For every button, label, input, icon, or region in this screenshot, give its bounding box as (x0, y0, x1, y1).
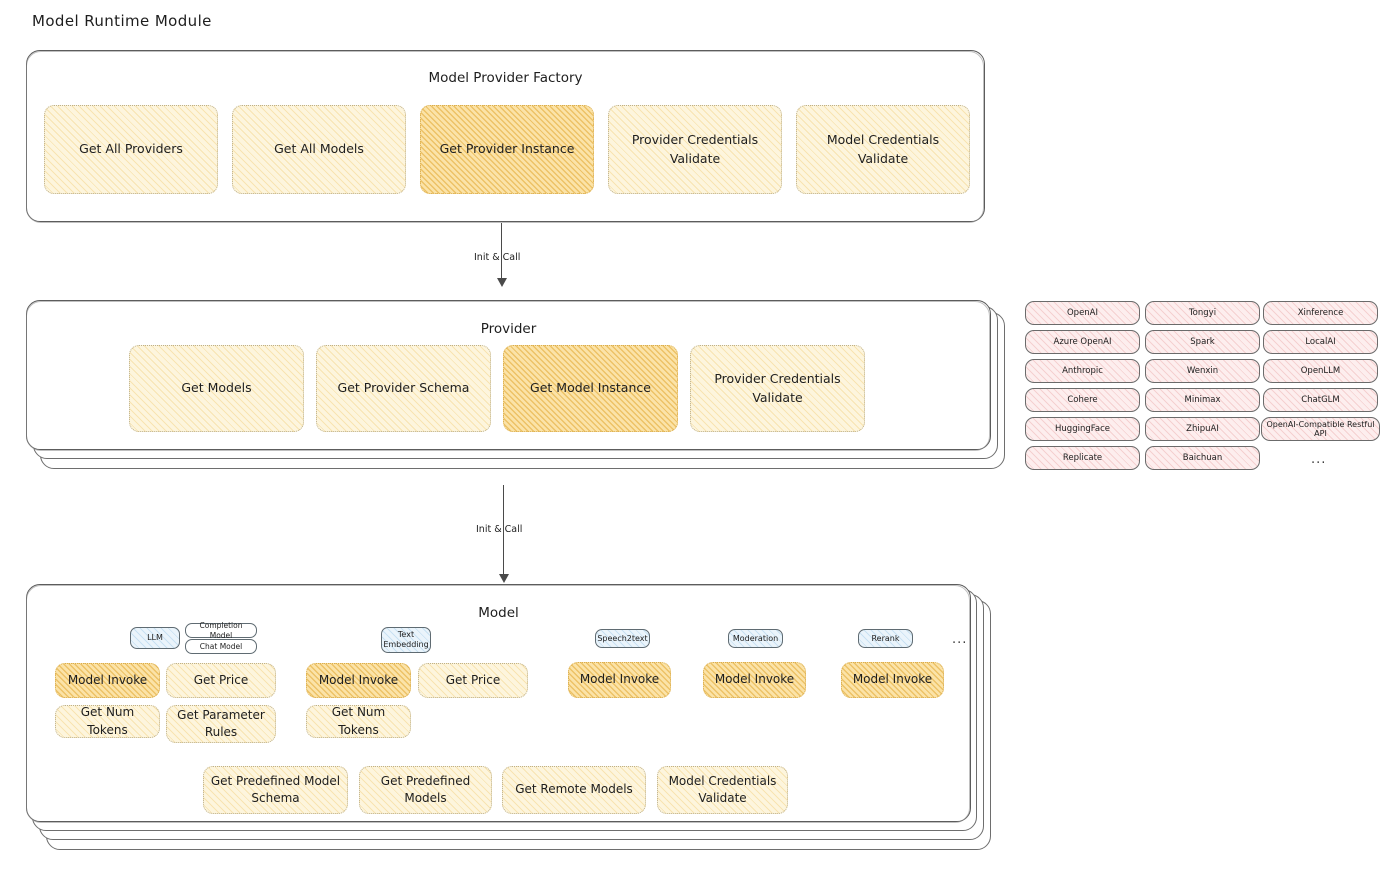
page-title: Model Runtime Module (32, 12, 212, 30)
provider-chip-xinference[interactable]: Xinference (1263, 301, 1378, 325)
provider-node-provider-credentials-validate[interactable]: Provider Credentials Validate (690, 345, 865, 432)
provider-chip-spark[interactable]: Spark (1145, 330, 1260, 354)
provider-chip-minimax[interactable]: Minimax (1145, 388, 1260, 412)
llm-op-get-num-tokens[interactable]: Get Num Tokens (55, 705, 160, 738)
model-common-op-get-remote-models[interactable]: Get Remote Models (502, 766, 646, 814)
provider-chip-chatglm[interactable]: ChatGLM (1263, 388, 1378, 412)
factory-node-model-credentials-validate[interactable]: Model Credentials Validate (796, 105, 970, 194)
model-title: Model (478, 605, 519, 621)
embedding-op-get-price[interactable]: Get Price (418, 663, 528, 698)
provider-chip-wenxin[interactable]: Wenxin (1145, 359, 1260, 383)
arrow-factory-to-provider-label: Init & Call (474, 252, 521, 263)
provider-chip-anthropic[interactable]: Anthropic (1025, 359, 1140, 383)
provider-chip-openai-compatible-restful-api[interactable]: OpenAI-Compatible Restful API (1261, 417, 1380, 441)
provider-chip-openllm[interactable]: OpenLLM (1263, 359, 1378, 383)
model-type-badge-text-embedding[interactable]: Text Embedding (381, 627, 431, 653)
provider-list-more-ellipsis: ... (1311, 452, 1327, 467)
model-type-badge-speech2text[interactable]: Speech2text (595, 629, 650, 648)
arrow-provider-to-model-line (503, 485, 505, 578)
llm-op-model-invoke[interactable]: Model Invoke (55, 663, 160, 698)
provider-node-get-models[interactable]: Get Models (129, 345, 304, 432)
speech2text-op-model-invoke[interactable]: Model Invoke (568, 662, 671, 698)
factory-node-get-provider-instance[interactable]: Get Provider Instance (420, 105, 594, 194)
provider-chip-cohere[interactable]: Cohere (1025, 388, 1140, 412)
llm-op-get-price[interactable]: Get Price (166, 663, 276, 698)
model-common-op-get-predefined-models[interactable]: Get Predefined Models (359, 766, 492, 814)
moderation-op-model-invoke[interactable]: Model Invoke (703, 662, 806, 698)
provider-node-get-provider-schema[interactable]: Get Provider Schema (316, 345, 491, 432)
model-subtype-badge-chat-model[interactable]: Chat Model (185, 639, 257, 654)
model-subtype-badge-completion-model[interactable]: Completion Model (185, 621, 257, 640)
model-common-op-get-predefined-model-schema[interactable]: Get Predefined Model Schema (203, 766, 348, 814)
arrow-provider-to-model-label: Init & Call (476, 524, 523, 535)
provider-node-get-model-instance[interactable]: Get Model Instance (503, 345, 678, 432)
model-types-more-ellipsis: ... (952, 632, 968, 647)
llm-op-get-parameter-rules[interactable]: Get Parameter Rules (166, 705, 276, 743)
model-panel: Model (25, 584, 971, 823)
arrow-factory-to-provider-line (501, 223, 503, 281)
embedding-op-get-num-tokens[interactable]: Get Num Tokens (306, 705, 411, 738)
factory-node-get-all-providers[interactable]: Get All Providers (44, 105, 218, 194)
model-type-badge-llm[interactable]: LLM (130, 627, 180, 649)
model-common-op-model-credentials-validate[interactable]: Model Credentials Validate (657, 766, 788, 814)
model-type-badge-rerank[interactable]: Rerank (858, 629, 913, 648)
provider-chip-localai[interactable]: LocalAI (1263, 330, 1378, 354)
arrow-factory-to-provider-head (497, 278, 507, 287)
provider-chip-azure-openai[interactable]: Azure OpenAI (1025, 330, 1140, 354)
provider-chip-tongyi[interactable]: Tongyi (1145, 301, 1260, 325)
provider-chip-huggingface[interactable]: HuggingFace (1025, 417, 1140, 441)
provider-chip-replicate[interactable]: Replicate (1025, 446, 1140, 470)
factory-node-get-all-models[interactable]: Get All Models (232, 105, 406, 194)
provider-title: Provider (480, 321, 537, 337)
model-type-badge-moderation[interactable]: Moderation (728, 629, 783, 648)
factory-title: Model Provider Factory (428, 70, 583, 86)
embedding-op-model-invoke[interactable]: Model Invoke (306, 663, 411, 698)
rerank-op-model-invoke[interactable]: Model Invoke (841, 662, 944, 698)
provider-chip-baichuan[interactable]: Baichuan (1145, 446, 1260, 470)
provider-chip-openai[interactable]: OpenAI (1025, 301, 1140, 325)
provider-chip-zhipuai[interactable]: ZhipuAI (1145, 417, 1260, 441)
arrow-provider-to-model-head (499, 574, 509, 583)
factory-node-provider-credentials-validate[interactable]: Provider Credentials Validate (608, 105, 782, 194)
